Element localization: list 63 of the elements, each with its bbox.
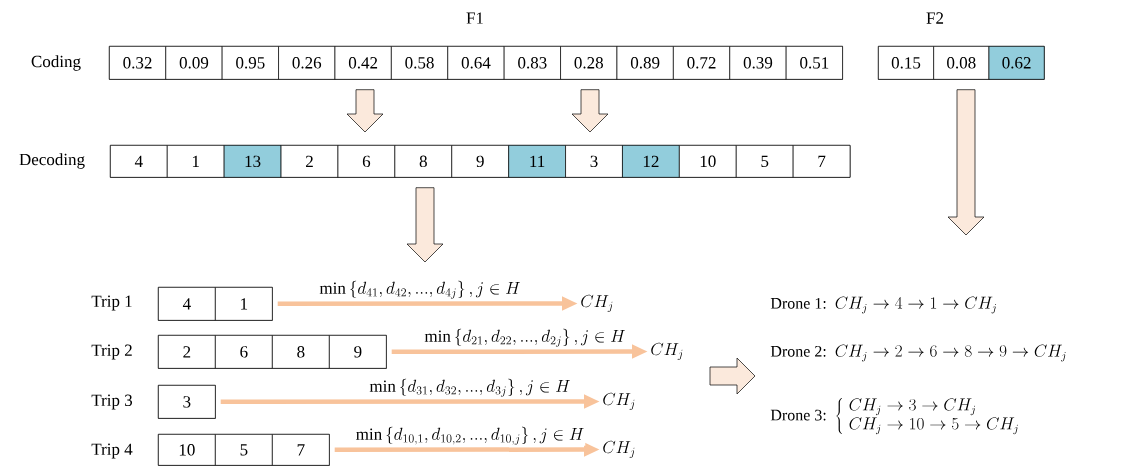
edge-label: $\min\left\{d_{41},d_{42},...,d_{4j}\right\}, j\in H$ [318, 279, 522, 300]
array-cell: 6 [337, 145, 396, 178]
array-cell: 5 [735, 145, 794, 178]
array-cell: 12 [622, 145, 680, 178]
column-heading: F1 [466, 12, 483, 24]
array-cell: 2 [280, 145, 339, 178]
array-cell: 7 [792, 145, 851, 178]
destination-label: $CH_j$ [603, 392, 635, 410]
row-label: Trip 1 [91, 295, 132, 311]
array-cell: 3 [183, 396, 191, 408]
array-cell: 1 [166, 145, 225, 178]
row-label: Trip 2 [91, 344, 132, 360]
destination-label: $CH_j$ [651, 342, 683, 360]
array-cell: 2 [158, 335, 216, 369]
array-cell: 9 [451, 145, 509, 178]
array-cell: 3 [565, 145, 623, 178]
block-arrow [406, 187, 444, 263]
array-cell: 8 [394, 145, 453, 178]
array-cell: 10 [679, 145, 737, 178]
block-arrow [346, 89, 384, 133]
destination-label: $CH_j$ [603, 440, 635, 458]
array-cell: 0.32 [109, 46, 167, 80]
array-cell: 0.26 [278, 46, 336, 80]
array-cell: 4 [110, 145, 168, 178]
block-arrow [947, 89, 985, 236]
block-arrow [709, 357, 756, 395]
array-cell: 5 [215, 434, 273, 466]
edge-label: $\min\left\{d_{10,1},d_{10,2},...,d_{10,j}\right\}, j\in H$ [354, 425, 586, 446]
array-cell: 0.09 [165, 46, 223, 80]
edge-label: $\min\left\{d_{31},d_{32},...,d_{3j}\right\}, j\in H$ [368, 377, 572, 398]
array-cell: 0.42 [334, 46, 392, 80]
array-cell: 0.89 [616, 46, 674, 80]
array-cell: 0.95 [221, 46, 279, 80]
row-label: Trip 4 [91, 443, 133, 459]
array-cell: 0.51 [785, 46, 843, 80]
array-cell: 4 [158, 287, 216, 321]
destination-label: $CH_j$ [581, 294, 613, 312]
array-cell: 10 [158, 434, 216, 466]
array-cell: 6 [215, 335, 273, 369]
array-cell: 0.64 [447, 46, 505, 80]
array-cell: 0.08 [933, 46, 990, 80]
array-cell: 0.58 [391, 46, 449, 80]
block-arrow [571, 89, 609, 133]
array-cell: 1 [215, 287, 273, 321]
array-cell: 7 [272, 434, 330, 466]
row-label: Decoding [19, 153, 85, 169]
route-text: Drone 1: $CH_j \to 4 \to 1 \to CH_j$ [770, 296, 996, 314]
array-cell: 13 [223, 145, 282, 178]
route-text: Drone 2: $CH_j \to 2 \to 6 \to 8 \to 9 \to CH_j$ [770, 344, 1066, 362]
array-cell: 11 [508, 145, 566, 178]
array-cell: 0.62 [988, 46, 1045, 80]
row-label: Coding [31, 55, 81, 71]
array-cell: 0.39 [729, 46, 787, 80]
edge-label: $\min\left\{d_{21},d_{22},...,d_{2j}\right\}, j\in H$ [423, 327, 627, 348]
array-cell: 9 [329, 335, 387, 369]
array-cell: 0.72 [673, 46, 731, 80]
array-cell: 0.28 [560, 46, 618, 80]
array-cell: 0.15 [878, 46, 934, 80]
column-heading: F2 [926, 12, 944, 24]
route-text: Drone 3: $\left\{\begin{array}{l} CH_j \to 3 \to CH_j \\ CH_j \to 10 \to 5 \to CH_j \end{array}\right.$ [770, 398, 1018, 435]
array-cell: 8 [272, 335, 330, 369]
array-cell: 0.83 [503, 46, 561, 80]
row-label: Trip 3 [91, 394, 133, 410]
